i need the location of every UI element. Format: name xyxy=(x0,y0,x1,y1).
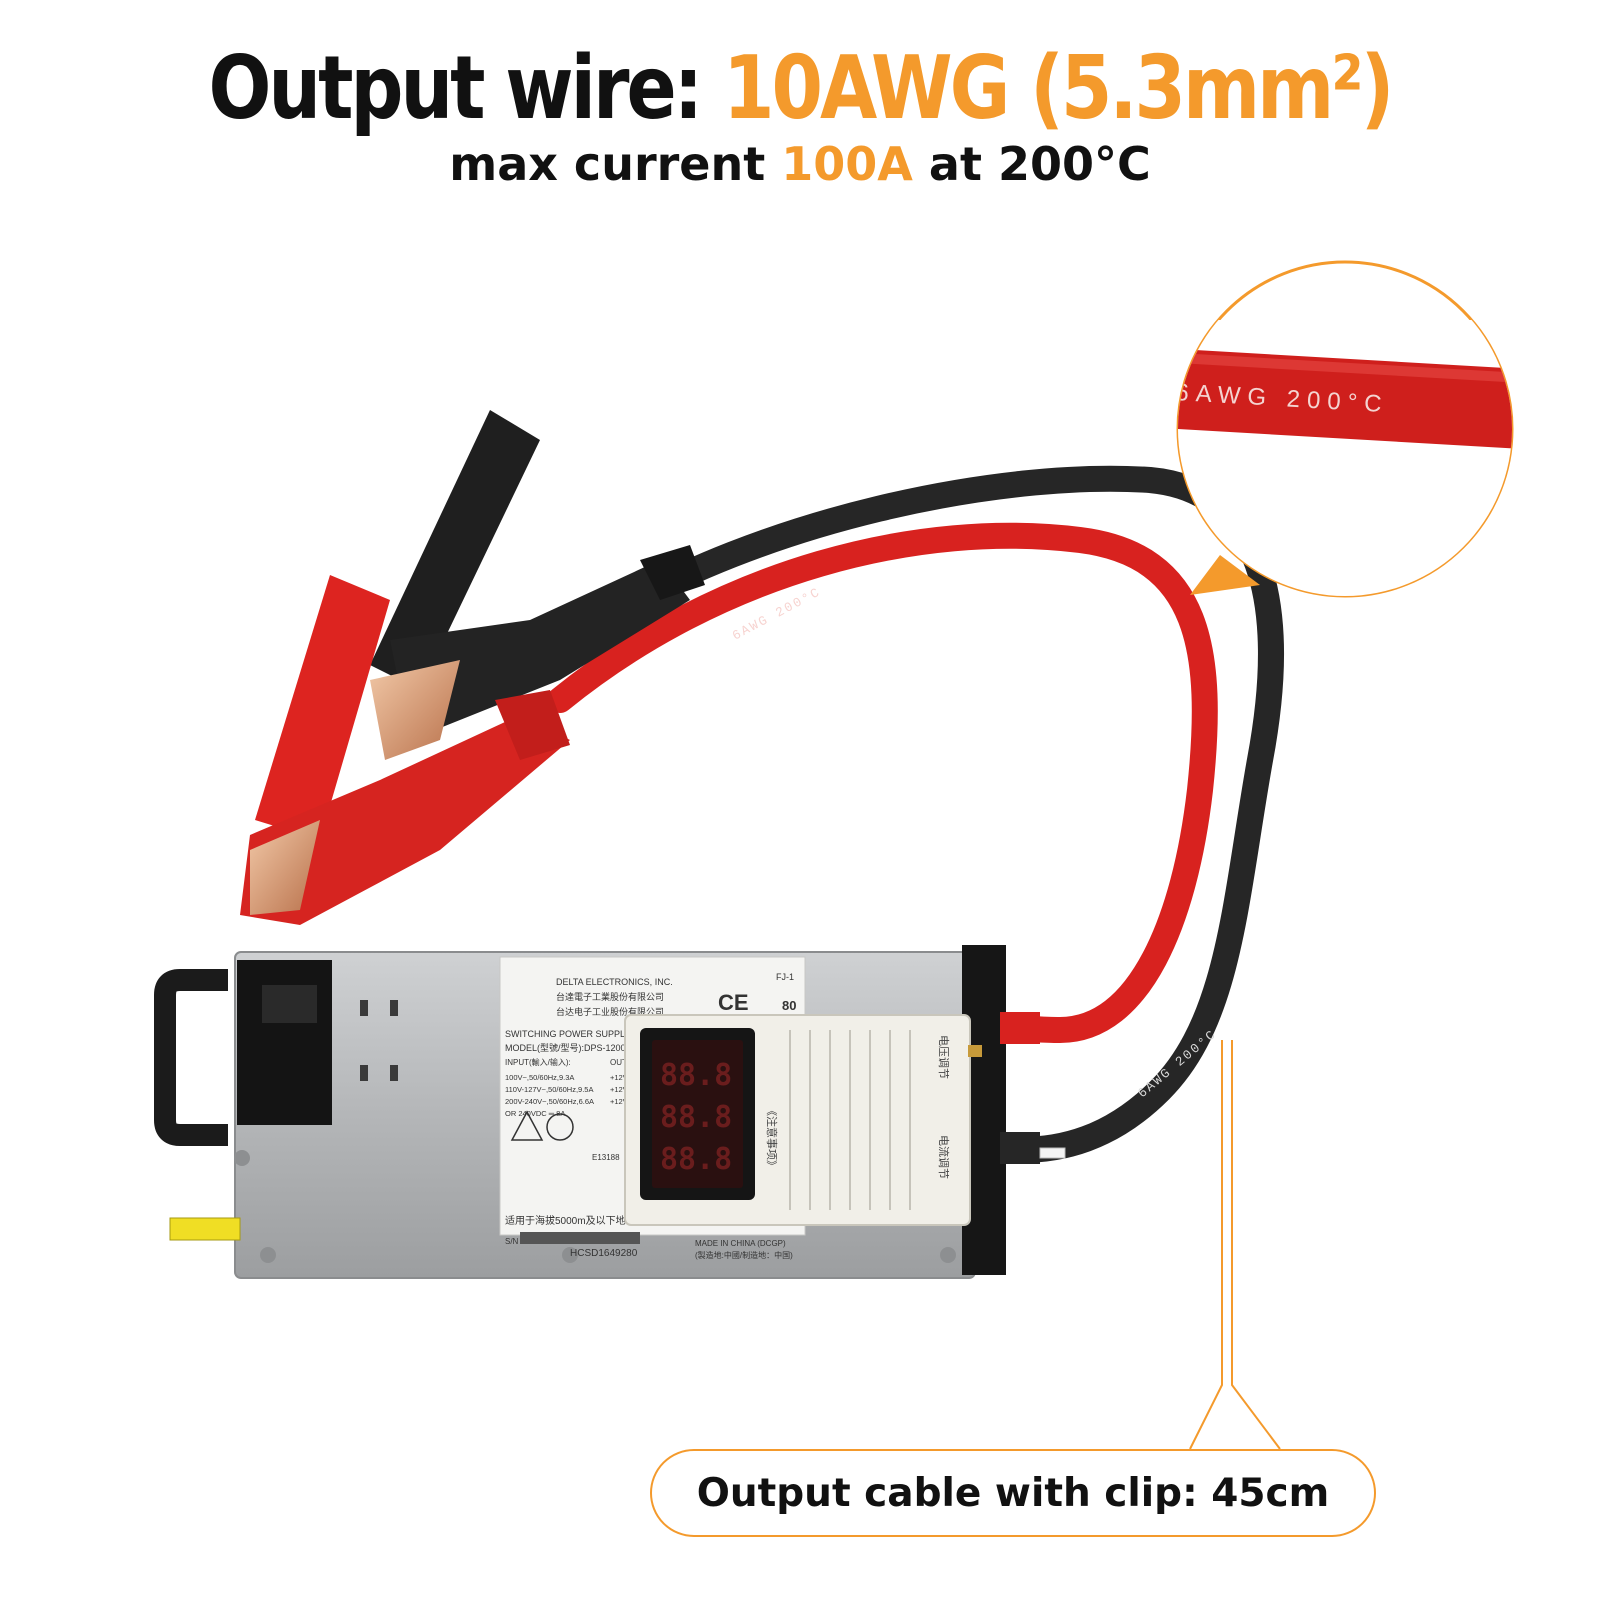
display-row: 88.8 xyxy=(660,1142,732,1177)
page-title: Output wire: 10AWG (5.3mm²) xyxy=(0,38,1600,139)
controller-module: 88.8 88.8 88.8 《注意事项》 电压调节 电流调节 xyxy=(624,1014,982,1226)
label-input-header: INPUT(輸入/输入): xyxy=(505,1057,571,1067)
label-company-cn-2: 台达电子工业股份有限公司 xyxy=(556,1006,664,1017)
label-product: SWITCHING POWER SUPPLY xyxy=(505,1029,630,1039)
voltage-adjust-label: 电压调节 xyxy=(937,1035,950,1079)
current-adjust-label: 电流调节 xyxy=(937,1135,951,1179)
barcode-icon xyxy=(520,1232,640,1244)
label-sn: S/N xyxy=(505,1237,519,1246)
label-code: FJ-1 xyxy=(776,972,794,982)
shock-warning-icon xyxy=(510,1110,544,1141)
length-pointer xyxy=(1189,1040,1281,1450)
label-output-row: +12V xyxy=(610,1085,628,1094)
red-clamp xyxy=(240,575,570,925)
page-subtitle: max current 100A at 200°C xyxy=(0,137,1600,191)
black-clamp xyxy=(370,410,705,760)
label-input-row: 200V-240V~,50/60Hz,6.6A xyxy=(505,1097,594,1106)
title-prefix: Output wire: xyxy=(208,38,724,140)
label-output-row: +12V xyxy=(610,1097,628,1106)
label-made-in-cn: (製造地:中國/制造地：中国) xyxy=(695,1250,793,1260)
label-input-row: OR 240VDC ═ 8A xyxy=(505,1109,565,1118)
subtitle-prefix: max current xyxy=(449,137,782,191)
label-serial: HCSD1649280 xyxy=(570,1248,638,1259)
zoom-callout: 6AWG 200°C xyxy=(1176,260,1514,598)
label-altitude: 适用于海拔5000m及以下地区 xyxy=(505,1214,636,1227)
black-cable xyxy=(587,465,1284,1163)
label-model: MODEL(型號/型号):DPS-1200AB xyxy=(505,1042,638,1053)
subtitle-suffix: at 200°C xyxy=(912,137,1151,191)
red-cable xyxy=(547,522,1218,1044)
cable-length-label: Output cable with clip: 45cm xyxy=(650,1449,1376,1537)
title-highlight: 10AWG (5.3mm²) xyxy=(723,38,1394,140)
notice-title: 《注意事项》 xyxy=(765,1105,779,1171)
label-company: DELTA ELECTRONICS, INC. xyxy=(556,977,673,987)
label-input-row: 100V~,50/60Hz,9.3A xyxy=(505,1073,574,1082)
callout-pointer xyxy=(1190,555,1260,595)
label-cert-code: E13188 xyxy=(592,1153,620,1162)
label-ce-mark: CE xyxy=(718,990,749,1015)
label-input-row: 110V-127V~,50/60Hz,9.5A xyxy=(505,1085,593,1094)
display-row: 88.8 xyxy=(660,1058,732,1093)
display-row: 88.8 xyxy=(660,1100,732,1135)
label-rating-mark: 80 xyxy=(782,998,796,1013)
no-disposal-icon xyxy=(546,1113,574,1141)
label-output-row: +12V xyxy=(610,1073,628,1082)
label-company-cn-1: 台達電子工業股份有限公司 xyxy=(556,991,664,1002)
label-made-in: MADE IN CHINA (DCGP) xyxy=(695,1239,786,1248)
subtitle-highlight: 100A xyxy=(781,137,913,191)
